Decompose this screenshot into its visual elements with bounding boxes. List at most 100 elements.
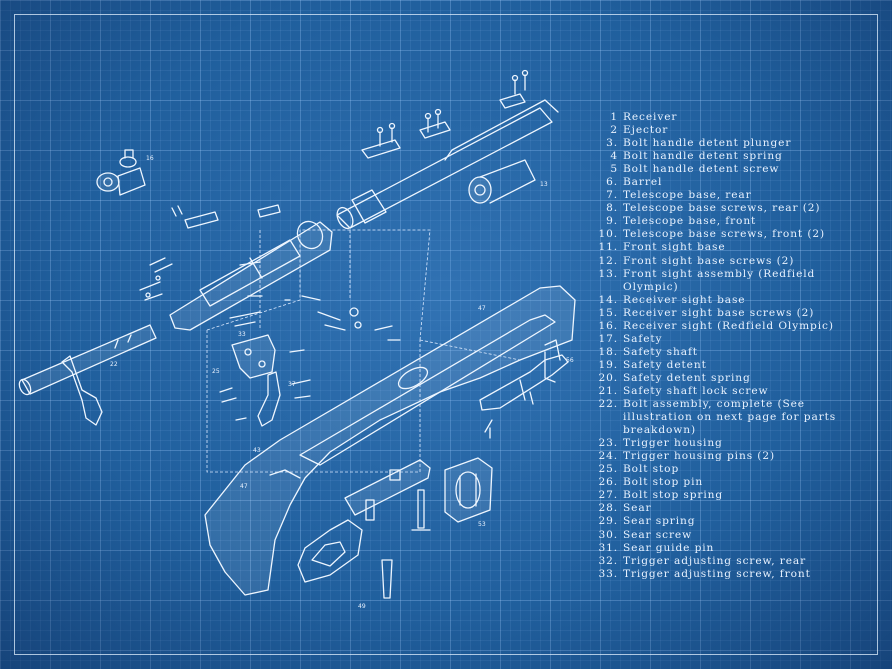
legend-item-label: Telescope base screws, rear (2): [623, 202, 821, 215]
legend-item-number: 32.: [598, 554, 618, 567]
legend-item: 31. Sear guide pin: [596, 542, 872, 555]
legend-item-label: Receiver sight base: [623, 293, 746, 306]
small-callout-a: 25: [212, 368, 220, 375]
bolt-callout: 22: [110, 361, 118, 368]
assembly-guide-lines-2: [259, 230, 521, 361]
legend-item: 21.Safety shaft lock screw: [596, 385, 872, 398]
legend-item-label: Trigger adjusting screw, rear: [623, 554, 807, 567]
legend-item-label: Front sight base: [623, 241, 726, 254]
legend-item: 28. Sear: [596, 502, 872, 515]
legend-item-number: 2: [610, 124, 618, 137]
legend-item-number: 7.: [606, 189, 618, 202]
legend-item-number: 16.: [598, 319, 618, 332]
legend-item-number: 19.: [598, 358, 618, 371]
bolt-assembly: 22: [18, 324, 157, 426]
legend-item-label: Safety shaft: [623, 345, 698, 358]
legend-item-number: 20.: [598, 371, 618, 384]
legend-item: 9.Telescope base, front: [596, 215, 872, 228]
telescope-bases: [361, 69, 529, 159]
small-callout-d: 43: [253, 447, 261, 454]
legend-item: 3.Bolt handle detent plunger: [596, 137, 872, 150]
legend-item: 7. Telescope base, rear: [596, 189, 872, 202]
legend-item-label: Bolt handle detent plunger: [623, 137, 792, 150]
legend-item-number: 14.: [598, 293, 618, 306]
legend-item-number: 12.: [598, 254, 618, 267]
legend-item-label: Safety detent spring: [623, 371, 751, 384]
legend-item: 33. Trigger adjusting screw, front: [596, 568, 872, 581]
legend-item: 6.Barrel: [596, 176, 872, 189]
safety-parts: [139, 257, 401, 341]
legend-item-number: 22.: [598, 398, 618, 411]
legend-item-number: 15.: [598, 306, 618, 319]
legend-item-number: 28.: [598, 502, 618, 515]
barrel: [336, 99, 559, 230]
legend-item: 24.Trigger housing pins (2): [596, 450, 872, 463]
legend-item-number: 17.: [598, 332, 618, 345]
assembly-guide-lines: [206, 229, 431, 473]
legend-item-number: 13.: [598, 267, 618, 280]
legend-item: 12. Front sight base screws (2): [596, 255, 872, 268]
legend-item: 15. Receiver sight base screws (2): [596, 307, 872, 320]
legend-item: 20. Safety detent spring: [596, 372, 872, 385]
legend-item-label: Trigger adjusting screw, front: [623, 567, 811, 580]
stock: 47 47: [204, 285, 576, 596]
legend-item-label: Sear spring: [623, 515, 696, 528]
legend-item-number: 4: [610, 150, 618, 163]
legend-item: 27. Bolt stop spring: [596, 489, 872, 502]
floorplate-assembly: 56: [479, 339, 574, 439]
legend-item-label: Ejector: [623, 124, 669, 137]
legend-item-label: Sear guide pin: [623, 541, 715, 554]
legend-item-number: 8.: [606, 202, 618, 215]
legend-item-label: Bolt handle detent screw: [623, 163, 780, 176]
receiver-sight-callout: 16: [146, 155, 154, 162]
legend-item: 32. Trigger adjusting screw, rear: [596, 555, 872, 568]
legend-item-label: Bolt assembly, complete (See illustratio…: [623, 398, 837, 437]
legend-item-label: Bolt stop spring: [623, 489, 724, 502]
blueprint-border: [14, 14, 878, 655]
legend-item: 22. Bolt assembly, complete (See illustra…: [596, 398, 872, 437]
legend-item-number: 18.: [598, 345, 618, 358]
legend-item-label: Trigger housing pins (2): [623, 450, 776, 463]
legend-item-label: Telescope base, rear: [623, 189, 752, 202]
muzzle-front-sight: 13: [468, 159, 548, 204]
trigger-guard-callout: 49: [358, 603, 366, 610]
legend-item: 10. Telescope base screws, front (2): [596, 228, 872, 241]
legend-item-number: 11.: [598, 241, 618, 254]
legend-item: 2 Ejector: [596, 124, 872, 137]
magazine: 53: [444, 457, 493, 528]
legend-item-label: Front sight assembly (Redfield Olympic): [623, 267, 816, 293]
legend-item-number: 1: [610, 111, 618, 123]
receiver-sight: 16: [96, 149, 281, 229]
legend-item: 8. Telescope base screws, rear (2): [596, 202, 872, 215]
legend-item-label: Bolt stop pin: [623, 476, 704, 489]
legend-item-label: Trigger housing: [623, 437, 723, 450]
legend-item-number: 33.: [598, 567, 618, 580]
legend-item: 11. Front sight base: [596, 241, 872, 254]
legend-item-number: 10.: [598, 228, 618, 241]
legend-item-label: Telescope base screws, front (2): [623, 228, 826, 241]
receiver: [169, 220, 333, 331]
legend-item: 23.Trigger housing: [596, 437, 872, 450]
legend-item-label: Bolt stop: [623, 463, 680, 476]
legend-item: 25.Bolt stop: [596, 463, 872, 476]
trigger-guard: 49: [297, 459, 431, 610]
legend-item-label: Safety: [623, 332, 663, 345]
legend-item-label: Receiver sight (Redfield Olympic): [623, 319, 834, 332]
legend-item-label: Safety detent: [623, 358, 707, 371]
legend-item-label: Receiver sight base screws (2): [623, 306, 815, 319]
legend-item-number: 26.: [598, 476, 618, 489]
legend-item-number: 29.: [598, 515, 618, 528]
legend-item: 14. Receiver sight base: [596, 294, 872, 307]
legend-item-label: Sear: [623, 502, 652, 515]
legend-item-label: Front sight base screws (2): [623, 254, 795, 267]
legend-item-number: 6.: [606, 176, 618, 189]
magazine-callout: 53: [478, 521, 486, 528]
legend-item-label: Telescope base, front: [623, 215, 757, 228]
legend-item-number: 31.: [598, 541, 618, 554]
legend-item-number: 27.: [598, 489, 618, 502]
